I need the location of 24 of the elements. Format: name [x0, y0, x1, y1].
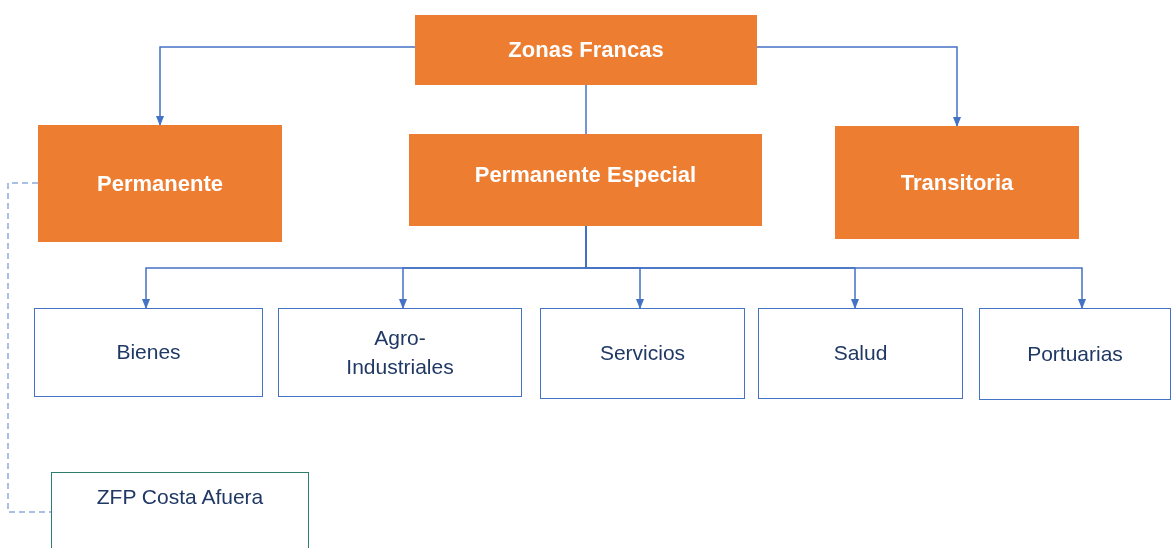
category-box [38, 125, 282, 242]
subcategory-box [34, 308, 263, 397]
node-label: Bienes [116, 339, 181, 366]
node-label: Transitoria [900, 168, 1014, 197]
category-box [835, 126, 1079, 239]
connector [585, 84, 587, 135]
node-label: Portuarias [1027, 340, 1123, 367]
subcategory-box [979, 308, 1171, 400]
connector [756, 46, 962, 128]
subcategory-box [758, 308, 963, 399]
node-label: ZFP Costa Afuera [96, 484, 264, 510]
subcategory-box [51, 472, 309, 548]
node-label: Permanente [97, 169, 223, 198]
node-label: Zonas Francas [508, 36, 664, 65]
category-box [415, 15, 757, 85]
connector [7, 182, 52, 513]
node-label: Permanente Especial [474, 161, 697, 189]
subcategory-box [278, 308, 522, 397]
subcategory-box [540, 308, 745, 399]
node-label: Servicios [599, 340, 686, 367]
connector [155, 46, 416, 127]
node-label: Salud [833, 340, 888, 367]
node-label: Agro- Industriales [345, 325, 455, 380]
category-box [409, 134, 762, 226]
